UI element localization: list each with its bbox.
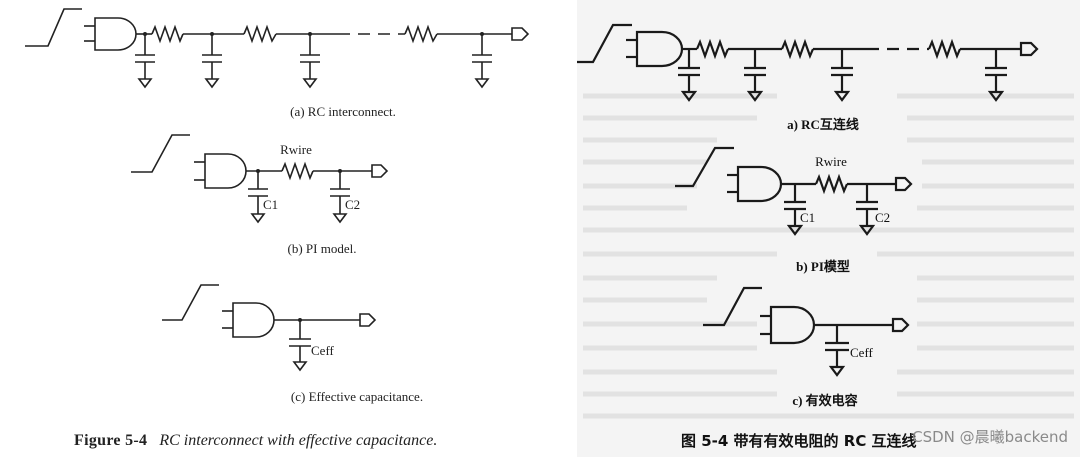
output-arrow-icon xyxy=(1019,41,1039,57)
capacitor-icon xyxy=(330,169,350,224)
and-gate-icon xyxy=(204,153,247,189)
output-arrow-icon xyxy=(371,164,389,178)
caption-rc-interconnect: (a) RC interconnect. xyxy=(290,104,396,119)
output-arrow-icon xyxy=(511,27,530,41)
and-gate-icon xyxy=(635,30,684,68)
resistor-icon xyxy=(814,173,849,195)
capacitor-icon xyxy=(856,184,878,236)
input-ramp-icon xyxy=(577,23,632,64)
label-c1: C1 xyxy=(263,197,278,212)
caption-effective-capacitance: (c) Effective capacitance. xyxy=(291,389,423,404)
resistor-icon xyxy=(243,24,277,44)
output-arrow-icon xyxy=(359,313,377,327)
capacitor-icon xyxy=(248,169,268,224)
figure-number: Figure 5-4 xyxy=(74,432,148,449)
resistor-icon xyxy=(927,38,962,60)
label-c2: C2 xyxy=(875,210,890,225)
resistor-icon xyxy=(695,38,730,60)
watermark: CSDN @晨曦backend xyxy=(912,428,1068,446)
input-ramp-icon xyxy=(703,286,762,327)
figure-title: RC interconnect with effective capacitan… xyxy=(159,432,438,449)
label-rwire: Rwire xyxy=(280,142,312,157)
output-arrow-icon xyxy=(894,176,913,192)
and-gate-icon xyxy=(232,302,275,338)
figure-caption: Figure 5-4 RC interconnect with effectiv… xyxy=(74,432,437,450)
capacitor-icon xyxy=(472,32,492,89)
effective-capacitance-circuit xyxy=(162,284,377,372)
input-ramp-icon xyxy=(131,134,190,173)
figure-caption: 图 5-4 带有有效电阻的 RC 互连线 xyxy=(681,432,917,450)
label-c1: C1 xyxy=(800,210,815,225)
label-c2: C2 xyxy=(345,197,360,212)
input-ramp-icon xyxy=(162,284,219,321)
capacitor-icon xyxy=(678,49,700,102)
capacitor-icon xyxy=(202,32,222,89)
and-gate-icon xyxy=(736,165,783,203)
left-diagram: (a) RC interconnect. xyxy=(25,8,530,404)
label-ceff: Ceff xyxy=(850,345,874,360)
output-arrow-icon xyxy=(891,317,910,333)
resistor-icon xyxy=(151,24,184,44)
capacitor-icon xyxy=(744,49,766,102)
caption-pi-model: (b) PI model. xyxy=(288,241,357,256)
label-rwire: Rwire xyxy=(815,154,847,169)
caption-rc-interconnect: a) RC互连线 xyxy=(787,117,859,132)
capacitor-icon xyxy=(985,49,1007,102)
capacitor-icon xyxy=(135,32,155,89)
label-ceff: Ceff xyxy=(311,343,335,358)
left-figure-panel: (a) RC interconnect. xyxy=(25,8,530,450)
effective-capacitance-circuit xyxy=(703,286,910,377)
capacitor-icon xyxy=(289,318,311,372)
resistor-icon xyxy=(281,161,314,181)
and-gate-icon xyxy=(769,305,816,345)
capacitor-icon xyxy=(300,32,320,89)
input-ramp-icon xyxy=(675,146,734,188)
rc-interconnect-circuit xyxy=(25,8,530,89)
resistor-icon xyxy=(780,38,815,60)
right-diagram: a) RC互连线 xyxy=(577,23,1074,419)
capacitor-icon xyxy=(831,49,853,102)
input-ramp-icon xyxy=(25,8,82,47)
right-figure-panel: a) RC互连线 xyxy=(577,0,1080,457)
resistor-icon xyxy=(404,24,438,44)
and-gate-icon xyxy=(94,17,137,51)
capacitor-icon xyxy=(784,184,806,236)
background-text-texture xyxy=(583,93,1074,419)
caption-effective-capacitance: c) 有效电容 xyxy=(792,393,857,408)
pi-model-circuit xyxy=(675,146,913,236)
capacitor-icon xyxy=(825,325,849,377)
pi-model-circuit xyxy=(131,134,389,224)
caption-pi-model: b) PI模型 xyxy=(796,259,850,274)
rc-interconnect-circuit xyxy=(577,23,1039,102)
